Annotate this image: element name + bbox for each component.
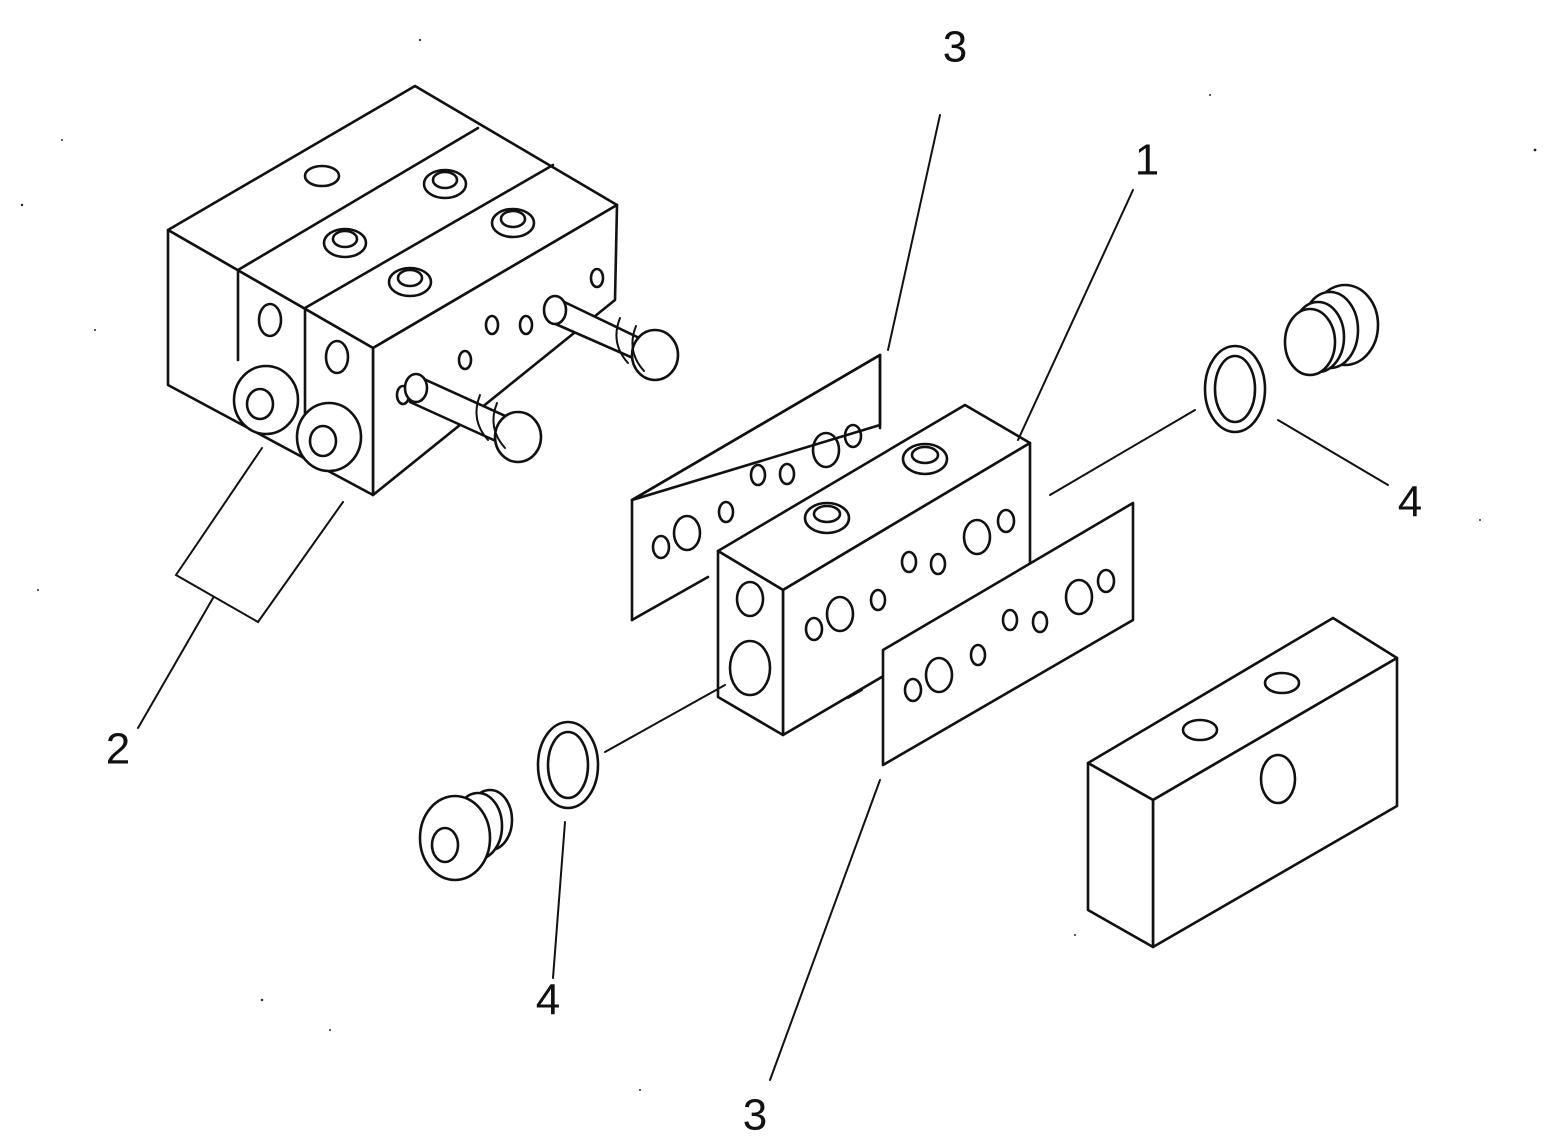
o-ring-right [1203,344,1267,434]
callout-4-bottom: 4 [536,976,560,1025]
o-ring-left [536,720,600,810]
callouts: 3 1 4 2 4 3 [106,23,1422,1140]
leader-lines [137,114,1389,1081]
end-cover-block [1086,616,1399,949]
plug-right [1283,283,1380,377]
callout-4-right: 4 [1398,478,1422,527]
callout-1: 1 [1135,136,1159,185]
plug-left [418,788,514,882]
scan-specks [20,38,1537,1091]
assembled-valve-block [166,84,680,497]
callout-3-bottom: 3 [743,1091,767,1140]
callout-3-top: 3 [943,23,967,72]
callout-2: 2 [106,725,130,774]
gasket-lower [881,501,1135,767]
gasket-upper [630,353,882,622]
